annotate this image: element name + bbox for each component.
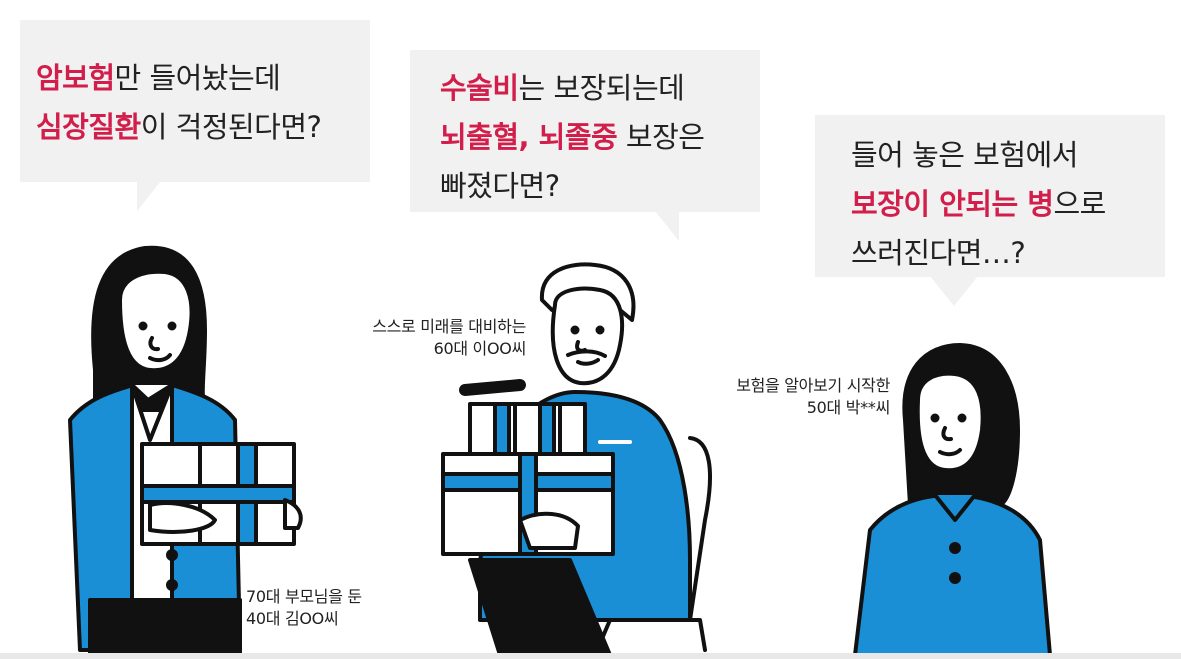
bubble-text: 이 걱정된다면? <box>140 110 322 144</box>
speech-bubble-middle-tail <box>655 211 679 241</box>
bubble-middle-line2: 뇌출혈, 뇌졸중 보장은 <box>440 113 760 162</box>
caption-right: 보험을 알아보기 시작한 50대 박**씨 <box>690 375 890 419</box>
caption-middle-line1: 스스로 미래를 대비하는 <box>372 317 526 336</box>
bubble-right-line3: 쓰러진다면…? <box>851 236 1026 270</box>
caption-middle: 스스로 미래를 대비하는 60대 이OO씨 <box>326 316 526 360</box>
speech-bubble-right-tail <box>930 276 978 306</box>
speech-bubble-right: 들어 놓은 보험에서 보장이 안되는 병으로 쓰러진다면…? <box>815 115 1165 277</box>
bubble-text: 보장은 <box>617 120 705 154</box>
speech-bubble-left: 암보험만 들어놨는데 심장질환이 걱정된다면? <box>20 20 370 182</box>
speech-bubble-middle: 수술비는 보장되는데 뇌출혈, 뇌졸중 보장은 빠졌다면? <box>410 50 760 212</box>
bubble-left-line2: 심장질환이 걱정된다면? <box>36 103 370 152</box>
bubble-text: 으로 <box>1053 187 1106 221</box>
caption-middle-line2: 60대 이OO씨 <box>433 339 527 358</box>
highlight-text: 수술비 <box>440 71 519 105</box>
woman-left-figure <box>68 245 303 657</box>
highlight-text: 뇌출혈, 뇌졸중 <box>440 120 618 154</box>
bubble-right-line2: 보장이 안되는 병으로 <box>851 180 1165 229</box>
bubble-left-line1: 암보험만 들어놨는데 <box>36 54 370 103</box>
highlight-text: 암보험 <box>36 61 115 95</box>
bubble-right-line1: 들어 놓은 보험에서 <box>851 138 1078 172</box>
bubble-middle-line1: 수술비는 보장되는데 <box>440 64 760 113</box>
bubble-text: 는 보장되는데 <box>518 71 685 105</box>
speech-bubble-left-tail <box>137 181 161 211</box>
bubble-middle-line3: 빠졌다면? <box>440 169 560 203</box>
highlight-text: 보장이 안되는 병 <box>851 187 1054 221</box>
man-middle-figure <box>441 262 712 657</box>
woman-right-figure <box>853 343 1052 657</box>
caption-left: 70대 부모님을 둔 40대 김OO씨 <box>246 586 362 630</box>
bottom-divider <box>0 653 1181 659</box>
bubble-text: 만 들어놨는데 <box>114 61 281 95</box>
caption-left-line1: 70대 부모님을 둔 <box>246 587 362 606</box>
caption-right-line2: 50대 박**씨 <box>806 398 891 417</box>
caption-left-line2: 40대 김OO씨 <box>246 609 339 628</box>
caption-right-line1: 보험을 알아보기 시작한 <box>736 376 890 395</box>
highlight-text: 심장질환 <box>36 110 141 144</box>
